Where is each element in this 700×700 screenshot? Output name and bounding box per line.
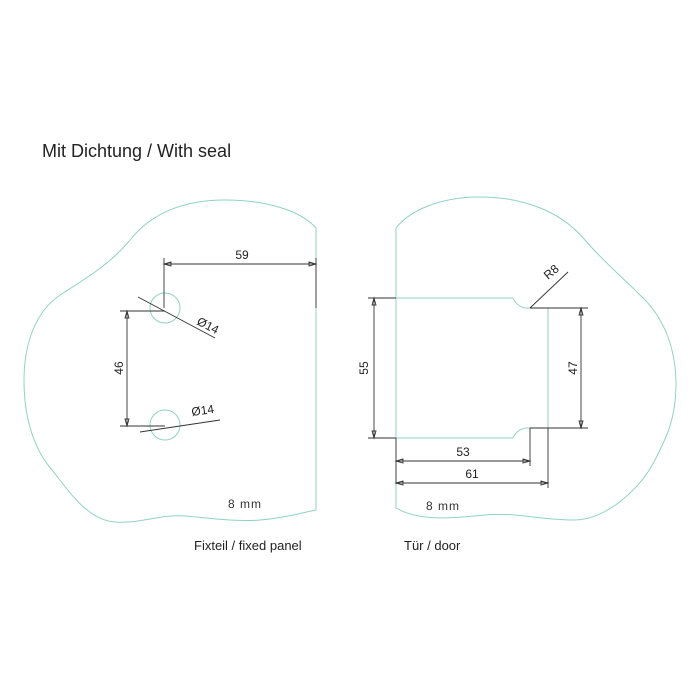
fixed-panel-hole-bottom — [149, 409, 181, 441]
dim-59-arrows — [162, 261, 318, 267]
door-caption: Tür / door — [404, 538, 461, 553]
dim-55-label: 55 — [357, 361, 371, 375]
dim-47-arrows — [578, 306, 584, 430]
dim-diameter-bottom-line — [139, 419, 221, 433]
dim-59-label: 59 — [235, 248, 249, 262]
dim-46-arrows — [124, 309, 130, 428]
dim-r8-label: R8 — [541, 262, 562, 283]
dim-46-label: 46 — [112, 361, 126, 375]
fixed-panel-thickness: 8 mm — [228, 497, 262, 511]
door-cutout — [396, 297, 549, 439]
dim-47-label: 47 — [566, 361, 580, 375]
fixed-panel-glass-outline — [23, 199, 317, 523]
dim-diameter-bottom-label: Ø14 — [190, 402, 215, 419]
door-thickness: 8 mm — [426, 499, 460, 513]
fixed-panel-hole-top — [149, 292, 181, 324]
door: 55 47 53 61 R8 8 mm — [357, 196, 677, 521]
door-glass-outline — [395, 196, 677, 521]
fixed-panel-caption: Fixteil / fixed panel — [194, 538, 302, 553]
drawing-title: Mit Dichtung / With seal — [42, 141, 231, 161]
dim-r8-leader — [529, 271, 569, 309]
fixed-panel: 59 46 Ø14 Ø14 8 mm — [23, 199, 318, 523]
dim-61-arrows — [394, 480, 550, 486]
dim-61-label: 61 — [465, 467, 479, 481]
dim-diameter-top-label: Ø14 — [195, 314, 222, 337]
dim-diameter-top-line — [137, 296, 216, 339]
dim-53-arrows — [394, 458, 532, 464]
dim-55-arrows — [371, 296, 377, 440]
dim-53-label: 53 — [456, 445, 470, 459]
